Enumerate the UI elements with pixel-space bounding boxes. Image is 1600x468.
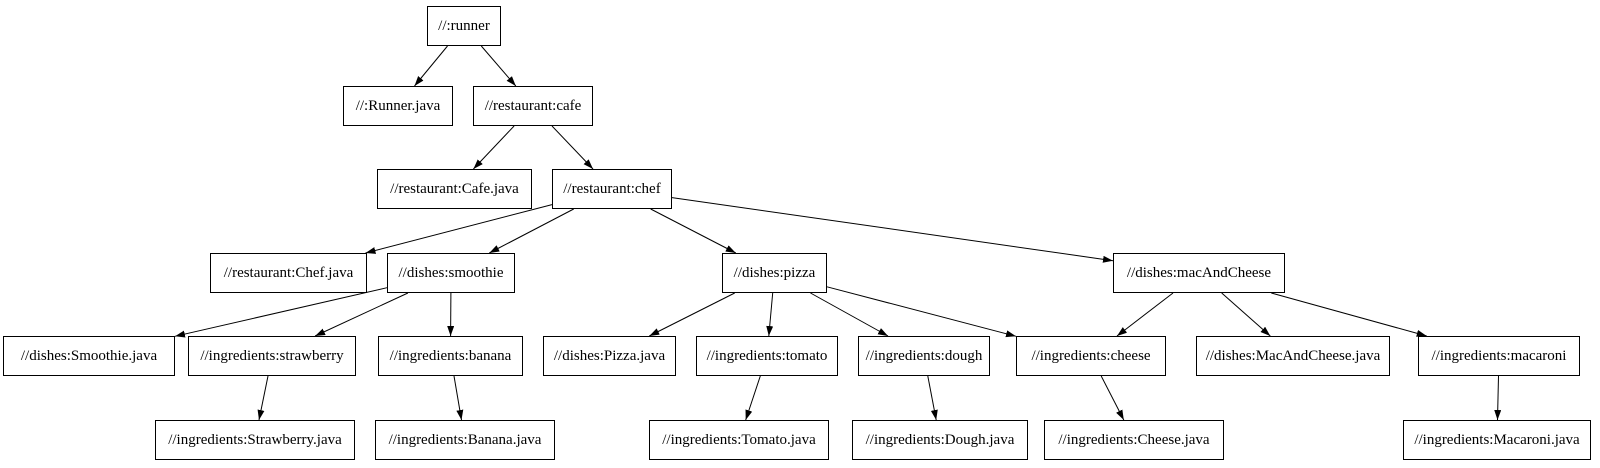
edge-macAndCheese-to-MacAndCheese_java	[1221, 292, 1271, 337]
edge-banana-to-Banana_java	[453, 375, 464, 421]
edge-pizza-to-dough	[810, 292, 889, 337]
node-Strawberry_java: //ingredients:Strawberry.java	[155, 420, 355, 460]
edge-strawberry-to-Strawberry_java	[257, 375, 269, 421]
node-Cheese_java: //ingredients:Cheese.java	[1044, 420, 1224, 460]
node-tomato: //ingredients:tomato	[696, 336, 838, 376]
node-Pizza_java: //dishes:Pizza.java	[543, 336, 676, 376]
edge-cheese-to-Cheese_java	[1100, 375, 1125, 421]
node-Banana_java: //ingredients:Banana.java	[375, 420, 555, 460]
node-Chef_java: //restaurant:Chef.java	[210, 253, 367, 293]
edge-runner-to-cafe	[480, 45, 517, 87]
node-smoothie: //dishes:smoothie	[387, 253, 515, 293]
edge-dough-to-Dough_java	[927, 375, 938, 421]
node-macaroni: //ingredients:macaroni	[1418, 336, 1580, 376]
node-MacAndCheese_java: //dishes:MacAndCheese.java	[1196, 336, 1390, 376]
node-Runner_java: //:Runner.java	[343, 86, 453, 126]
edge-cafe-to-Cafe_java	[473, 125, 515, 170]
edge-macAndCheese-to-cheese	[1116, 292, 1174, 337]
edge-runner-to-Runner_java	[414, 45, 448, 87]
node-dough: //ingredients:dough	[858, 336, 990, 376]
node-Cafe_java: //restaurant:Cafe.java	[377, 169, 532, 209]
node-banana: //ingredients:banana	[378, 336, 523, 376]
edge-chef-to-Chef_java	[365, 204, 553, 254]
node-cheese: //ingredients:cheese	[1016, 336, 1166, 376]
edge-smoothie-to-strawberry	[314, 292, 409, 337]
node-Smoothie_java: //dishes:Smoothie.java	[3, 336, 175, 376]
edge-pizza-to-tomato	[766, 292, 774, 337]
edge-pizza-to-Pizza_java	[649, 292, 735, 337]
node-strawberry: //ingredients:strawberry	[188, 336, 356, 376]
edge-tomato-to-Tomato_java	[745, 375, 761, 421]
edge-smoothie-to-Smoothie_java	[174, 287, 388, 338]
edge-cafe-to-chef	[551, 125, 594, 170]
node-chef: //restaurant:chef	[552, 169, 672, 209]
node-cafe: //restaurant:cafe	[473, 86, 593, 126]
edge-chef-to-smoothie	[489, 208, 574, 254]
edge-chef-to-macAndCheese	[671, 197, 1114, 263]
node-pizza: //dishes:pizza	[722, 253, 827, 293]
edge-chef-to-pizza	[650, 208, 737, 254]
node-Dough_java: //ingredients:Dough.java	[852, 420, 1028, 460]
node-runner: //:runner	[427, 6, 501, 46]
edge-macaroni-to-Macaroni_java	[1494, 375, 1502, 421]
edge-pizza-to-cheese	[826, 286, 1017, 338]
node-Tomato_java: //ingredients:Tomato.java	[649, 420, 829, 460]
node-macAndCheese: //dishes:macAndCheese	[1113, 253, 1285, 293]
node-Macaroni_java: //ingredients:Macaroni.java	[1403, 420, 1591, 460]
edge-macAndCheese-to-macaroni	[1271, 292, 1427, 337]
